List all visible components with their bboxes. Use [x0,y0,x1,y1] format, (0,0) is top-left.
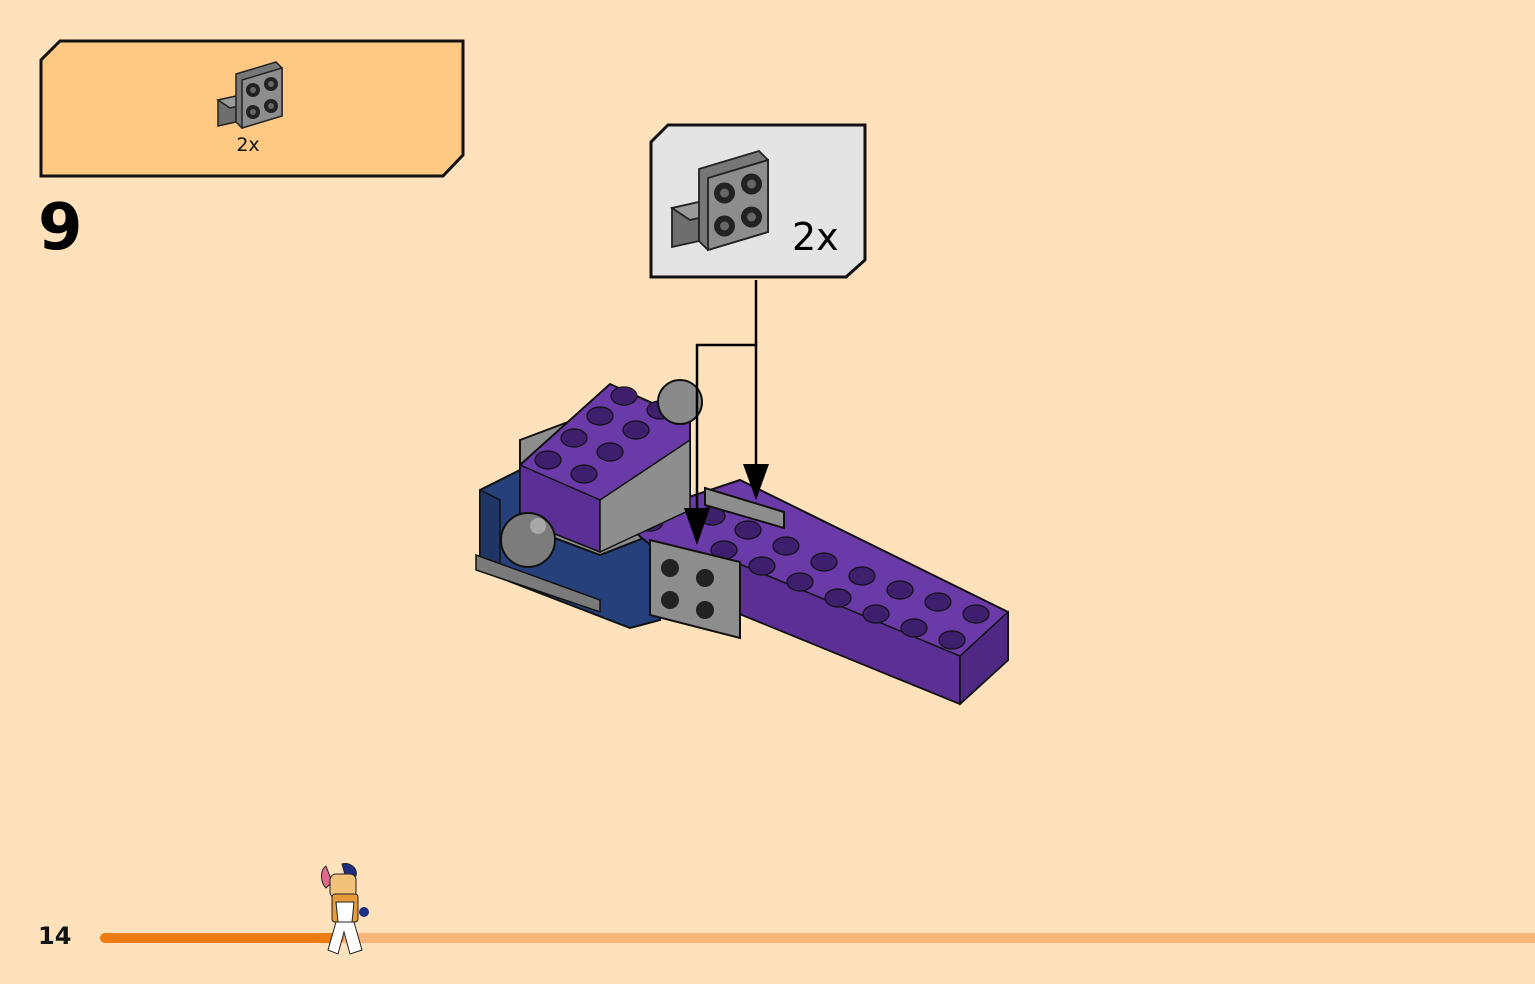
step-number: 9 [38,191,83,265]
bracket-plate-icon [669,149,769,252]
progress-bar [100,933,1535,943]
bracket-plate-icon [216,61,283,130]
progress-fill [100,933,344,943]
callout-quantity: 2x [792,215,839,259]
minifigure-icon [320,863,369,955]
parts-list-box: 2x [38,38,466,179]
parts-quantity: 2x [236,134,260,156]
ball-joint [500,379,703,568]
placement-arrows [695,280,758,515]
page-number: 14 [38,922,72,950]
attached-bracket [649,486,785,640]
callout-box: 2x [648,122,868,280]
